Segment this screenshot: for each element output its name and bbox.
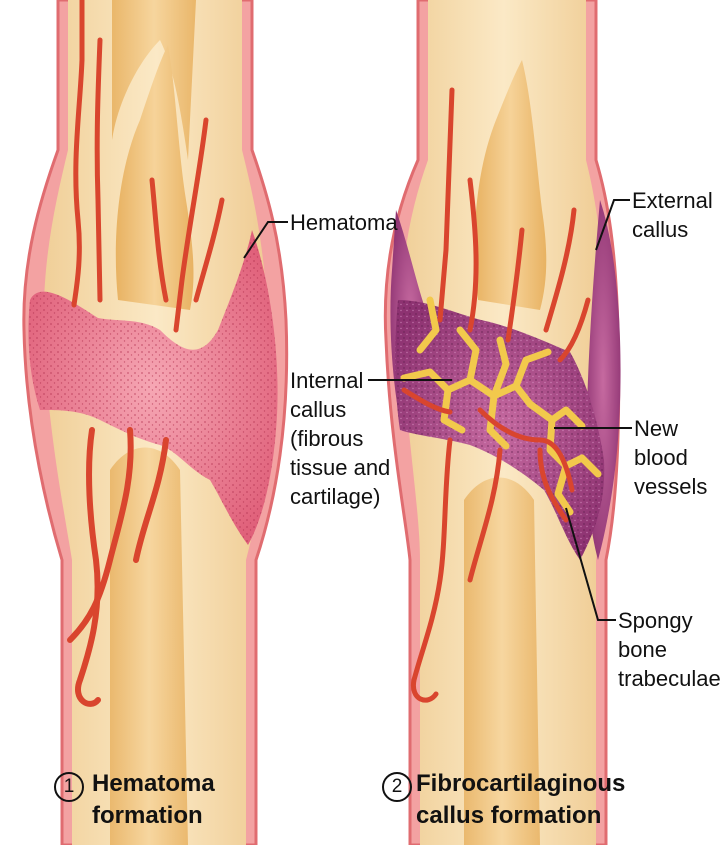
caption-2-line2: callus formation	[416, 800, 625, 832]
spongy-line3: trabeculae	[618, 664, 721, 693]
spongy-line1: Spongy	[618, 606, 721, 635]
new-vessels-line3: vessels	[634, 472, 707, 501]
panel-hematoma	[24, 0, 287, 845]
label-external-callus: External callus	[632, 186, 713, 244]
internal-callus-line3: (fibrous	[290, 424, 390, 453]
step-number-2: 2	[382, 772, 412, 802]
internal-callus-line1: Internal	[290, 366, 390, 395]
spongy-line2: bone	[618, 635, 721, 664]
panel-fibrocartilaginous	[385, 0, 620, 845]
new-vessels-line2: blood	[634, 443, 707, 472]
caption-2-line1: Fibrocartilaginous	[416, 768, 625, 800]
label-hematoma: Hematoma	[290, 208, 398, 237]
step-number-1: 1	[54, 772, 84, 802]
caption-panel-1: Hematoma formation	[92, 768, 215, 832]
label-new-blood-vessels: New blood vessels	[634, 414, 707, 501]
new-vessels-line1: New	[634, 414, 707, 443]
caption-1-line2: formation	[92, 800, 215, 832]
external-callus-line2: callus	[632, 215, 713, 244]
external-callus-line1: External	[632, 186, 713, 215]
label-internal-callus: Internal callus (fibrous tissue and cart…	[290, 366, 390, 511]
internal-callus-line4: tissue and	[290, 453, 390, 482]
caption-panel-2: Fibrocartilaginous callus formation	[416, 768, 625, 832]
internal-callus-line5: cartilage)	[290, 482, 390, 511]
internal-callus-line2: callus	[290, 395, 390, 424]
label-spongy-bone: Spongy bone trabeculae	[618, 606, 721, 693]
caption-1-line1: Hematoma	[92, 768, 215, 800]
